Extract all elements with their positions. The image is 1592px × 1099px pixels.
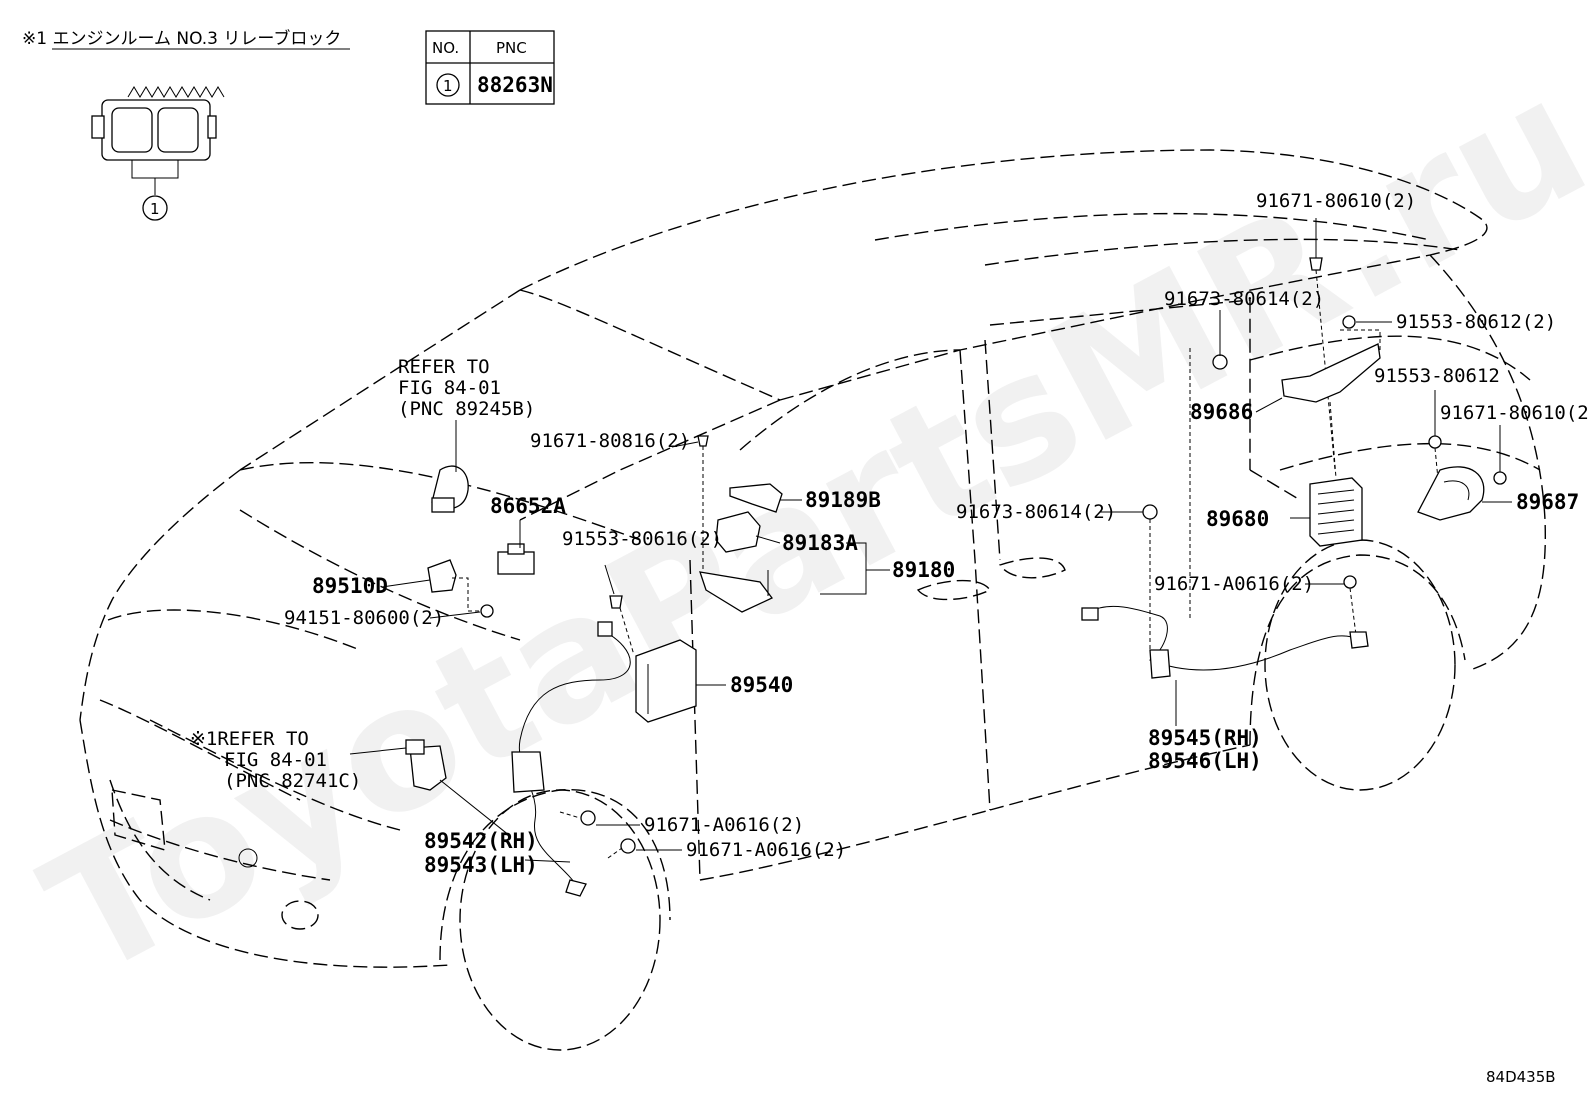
label-89546: 89546(LH) — [1148, 749, 1262, 773]
relay-latch-left — [91, 115, 105, 139]
label-89183a: 89183A — [782, 531, 858, 555]
relay-wire-squiggle — [127, 86, 225, 98]
rear-wheel-arch — [1249, 554, 1466, 746]
part-89183a — [715, 511, 761, 553]
pnc-header-pnc: PNC — [496, 39, 527, 57]
a-pillar — [689, 559, 701, 881]
label-refer-bot-2: FIG 84-01 — [224, 749, 327, 771]
relay-socket-left — [111, 107, 153, 153]
pnc-table: NO. PNC 1 88263N — [425, 30, 555, 105]
front-door-handle — [916, 579, 992, 601]
callout-circle-1 — [142, 195, 168, 221]
part-86652a — [497, 551, 535, 575]
bolt-91671-a0616-a — [580, 810, 596, 826]
label-89545: 89545(RH) — [1148, 726, 1262, 750]
part-89180-bracket — [699, 571, 774, 613]
roof-line — [519, 149, 1488, 301]
label-91671-a0616-b: 91671-A0616(2) — [686, 839, 846, 861]
nut-94151 — [480, 604, 494, 618]
label-89180: 89180 — [892, 558, 955, 582]
label-91553-80616: 91553-80616(2) — [562, 528, 722, 550]
inset-relay-block: ※1 エンジンルーム NO.3 リレーブロック 1 — [22, 28, 350, 221]
pnc-header-no: NO. — [432, 39, 459, 57]
relay-latch-right — [207, 115, 217, 139]
part-89687-bracket — [1417, 466, 1485, 521]
label-89687: 89687 — [1516, 490, 1579, 514]
label-91553-80612: 91553-80612 — [1374, 365, 1500, 387]
front-bumper — [79, 719, 451, 968]
license-plate — [111, 789, 166, 851]
label-91673-80614-top: 91673-80614(2) — [1164, 288, 1324, 310]
bolt-91671-a0616-r — [1343, 575, 1357, 589]
hood-line — [79, 469, 241, 721]
label-91671-80816: 91671-80816(2) — [530, 430, 690, 452]
door-front-edge — [959, 349, 991, 811]
label-refer-top-2: FIG 84-01 — [398, 377, 501, 399]
part-89686-bracket — [1281, 343, 1381, 403]
leader-lines — [349, 218, 1512, 863]
label-91553-80612-2: 91553-80612(2) — [1396, 311, 1556, 333]
rear-window — [989, 299, 1251, 470]
bolt-91671-80610-top — [1309, 257, 1323, 271]
rear-harness — [1089, 605, 1361, 671]
label-86652a: 86652A — [490, 494, 566, 518]
bolt-91671-a0616-b — [620, 838, 636, 854]
label-94151: 94151-80600(2) — [284, 607, 444, 629]
part-89189b — [729, 483, 783, 513]
pnc-row-code: 88263N — [477, 73, 553, 97]
windshield-left — [239, 289, 521, 471]
label-refer-bot-3: (PNC 82741C) — [224, 770, 361, 792]
label-89686: 89686 — [1190, 400, 1253, 424]
parts — [405, 257, 1507, 897]
part-89540-ecu — [635, 639, 697, 723]
label-91671-80610-r: 91671-80610(2) — [1440, 402, 1592, 424]
part-89542-sensor — [511, 751, 545, 793]
label-89542: 89542(RH) — [424, 829, 538, 853]
bolt-91553-80616 — [609, 595, 623, 609]
label-91673-80614-mid: 91673-80614(2) — [956, 501, 1116, 523]
relay-socket-right — [157, 107, 199, 153]
label-refer-top-1: REFER TO — [398, 356, 490, 378]
label-89540: 89540 — [730, 673, 793, 697]
pnc-row-circle — [436, 73, 460, 97]
rear-body — [1429, 254, 1547, 671]
label-refer-bot-1: ※1REFER TO — [190, 728, 309, 750]
bolt-91673-80614-top — [1212, 354, 1228, 370]
bolt-91671-80816 — [697, 435, 709, 447]
label-89680: 89680 — [1206, 507, 1269, 531]
rear-door-handle — [998, 557, 1066, 579]
label-91671-a0616-a: 91671-A0616(2) — [644, 814, 804, 836]
fog-lamp — [281, 900, 319, 930]
inset-title: ※1 エンジンルーム NO.3 リレーブロック — [22, 28, 341, 49]
label-refer-top-3: (PNC 89245B) — [398, 398, 535, 420]
callout-number: 1 — [150, 200, 160, 218]
bolt-91673-80614-mid — [1142, 504, 1158, 520]
part-89510d — [427, 559, 457, 593]
label-91671-80610-top: 91671-80610(2) — [1256, 190, 1416, 212]
label-89189b: 89189B — [805, 488, 881, 512]
part-labels: REFER TO FIG 84-01 (PNC 89245B) 86652A 8… — [190, 190, 1592, 1086]
bolt-91553-80612-2 — [1342, 315, 1356, 329]
part-82741c-relay — [409, 745, 447, 791]
bolt-91553-80612 — [1428, 435, 1442, 449]
label-89543: 89543(LH) — [424, 853, 538, 877]
label-91671-a0616-r: 91671-A0616(2) — [1154, 573, 1314, 595]
bolt-91671-80610-r — [1493, 471, 1507, 485]
front-wheel — [459, 789, 661, 1051]
part-89545-sensor — [1149, 649, 1171, 679]
vehicle-outline — [79, 149, 1547, 1051]
pnc-table-frame — [425, 30, 555, 105]
diagram-code: 84D435B — [1486, 1068, 1556, 1086]
label-89510d: 89510D — [312, 574, 388, 598]
relay-leader — [131, 160, 179, 179]
pnc-row-no: 1 — [443, 77, 453, 95]
front-harness — [518, 629, 631, 891]
